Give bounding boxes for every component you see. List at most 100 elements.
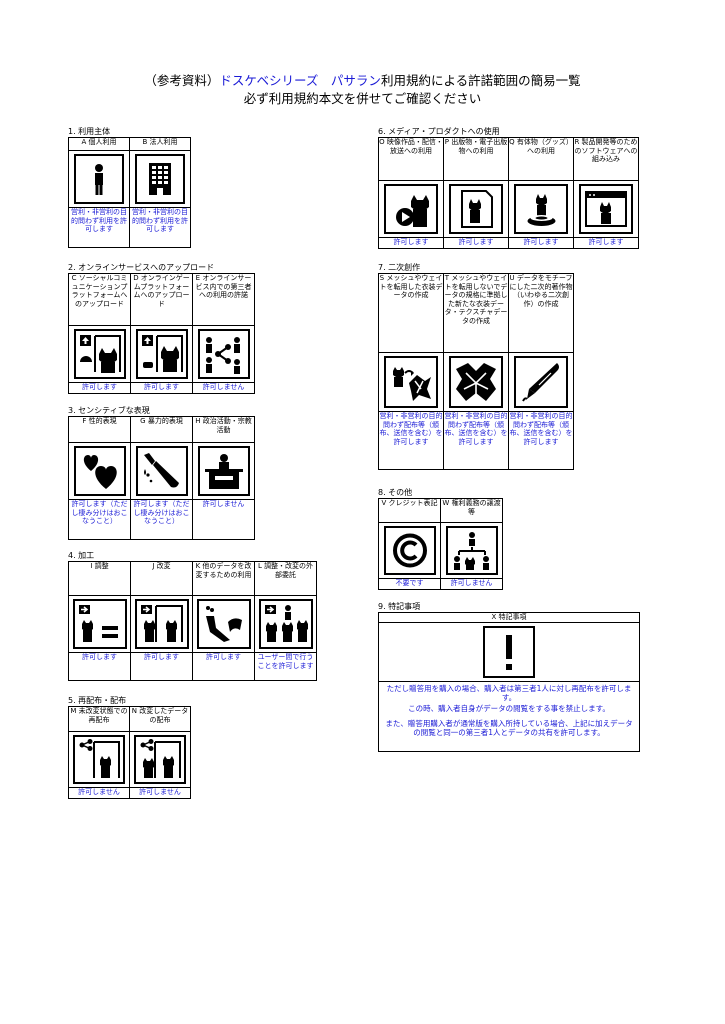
mesh-reuse-icon	[384, 356, 438, 408]
label-h: H 政治活動・宗教活動	[192, 416, 255, 443]
building-icon	[135, 154, 185, 204]
grid: S メッシュやウェイトを転用した衣装データの作成 T メッシュやウェイトを転用し…	[378, 273, 574, 470]
label-i: I 調整	[68, 561, 131, 596]
adjust-icon	[72, 599, 127, 649]
section-special-notes: 9. 特記事項 X 特記事項 ただし贈答用を購入の場合、購入者は第三者1人に対し…	[378, 601, 640, 752]
section-title: 2. オンラインサービスへのアップロード	[68, 263, 215, 272]
section-title: 3. センシティブな表現	[68, 406, 150, 415]
section-title: 6. メディア・プロダクトへの使用	[378, 127, 500, 136]
perm-m: 許可しません	[68, 787, 130, 799]
label-e: E オンラインサービス内での第三者への利用の許諾	[192, 273, 255, 326]
exclamation-icon	[483, 626, 535, 678]
redistribute-icon	[73, 735, 125, 784]
section-processing: 4. 加工 I 調整 J 改変 K 他のデータを改変するための利用 L 調整・改…	[68, 550, 317, 681]
upload-game-icon	[135, 329, 188, 379]
label-n: N 改変したデータの配布	[129, 706, 191, 732]
perm-t: 営利・非営利の目的問わず配布等（頒布、送信を含む）を許可します	[443, 411, 509, 470]
perm-a: 営利・非営利の目的問わず利用を許可します	[68, 207, 130, 248]
section-redistribution: 5. 再配布・配布 M 未改変状態での再配布 N 改変したデータの配布 許可しま…	[68, 695, 191, 799]
perm-o: 許可します	[378, 237, 444, 249]
perm-q: 許可します	[508, 237, 574, 249]
section-online-upload: 2. オンラインサービスへのアップロード C ソーシャルコミュニケーションプラッ…	[68, 262, 255, 394]
title-suffix: 利用規約による許諾範囲の簡易一覧	[380, 73, 581, 88]
pen-icon	[514, 356, 568, 408]
perm-k: 許可します	[192, 652, 255, 681]
perm-s: 営利・非営利の目的問わず配布等（頒布、送信を含む）を許可します	[378, 411, 444, 470]
outsource-icon	[258, 599, 313, 649]
section-title: 4. 加工	[68, 551, 95, 560]
label-o: O 映像作品・配信・放送への利用	[378, 137, 444, 181]
grid: I 調整 J 改変 K 他のデータを改変するための利用 L 調整・改変の外部委託…	[68, 561, 317, 681]
perm-u: 営利・非営利の目的問わず配布等（頒布、送信を含む）を許可します	[508, 411, 574, 470]
transfer-icon	[445, 526, 498, 575]
label-c: C ソーシャルコミュニケーションプラットフォームへのアップロード	[68, 273, 131, 326]
icon-cell	[68, 150, 130, 208]
note-gift-redistribution: ただし贈答用を購入の場合、購入者は第三者1人に対し再配布を許可します。	[386, 684, 632, 702]
label-v: V クレジット表記	[378, 498, 441, 523]
label-t: T メッシュやウェイトを転用しないでデータの規格に準拠した新たな衣装データ・テク…	[443, 273, 509, 353]
perm-b: 営利・非営利の目的問わず利用を許可します	[129, 207, 191, 248]
label-k: K 他のデータを改変するための利用	[192, 561, 255, 596]
knife-icon	[135, 446, 188, 496]
section-title: 9. 特記事項	[378, 602, 421, 611]
title-series: ドスケベシリーズ パサラン	[219, 73, 381, 88]
grid: C ソーシャルコミュニケーションプラットフォームへのアップロード D オンライン…	[68, 273, 255, 394]
label-a: A 個人利用	[68, 137, 130, 151]
publication-icon	[449, 184, 503, 234]
perm-c: 許可します	[68, 382, 131, 394]
hearts-icon	[73, 446, 126, 496]
section-other: 8. その他 V クレジット表記 W 権利義務の譲渡等 不要です 許可しません	[378, 487, 503, 590]
note-sharing-allowed: また、贈答用購入者が通常版を購入所持している場合、上記に加えデータの閲覧と同一の…	[385, 719, 633, 737]
perm-j: 許可します	[130, 652, 193, 681]
label-r: R 製品開発等のためのソフトウェアへの組み込み	[573, 137, 639, 181]
software-icon	[579, 184, 633, 234]
perm-h: 許可しません	[192, 499, 255, 540]
perm-d: 許可します	[130, 382, 193, 394]
page-subtitle: 必ず利用規約本文を併せてご確認ください	[243, 91, 482, 106]
label-d: D オンラインゲームプラットフォームへのアップロード	[130, 273, 193, 326]
share-third-party-icon	[197, 329, 250, 379]
label-l: L 調整・改変の外部委託	[254, 561, 317, 596]
perm-g: 許可します（ただし棲み分けはおこなうこと）	[130, 499, 193, 540]
label-x: X 特記事項	[378, 612, 640, 623]
grid: X 特記事項 ただし贈答用を購入の場合、購入者は第三者1人に対し再配布を許可しま…	[378, 612, 640, 752]
perm-f: 許可します（ただし棲み分けはおこなうこと）	[68, 499, 131, 540]
label-b: B 法人利用	[129, 137, 191, 151]
perm-r: 許可します	[573, 237, 639, 249]
label-q: Q 有体物（グッズ）への利用	[508, 137, 574, 181]
title-prefix: （参考資料）	[144, 73, 220, 88]
icon-cell	[129, 150, 191, 208]
label-w: W 権利義務の譲渡等	[440, 498, 503, 523]
goods-icon	[514, 184, 568, 234]
label-u: U データをモチーフにした二次的著作物（いわゆる二次創作）の作成	[508, 273, 574, 353]
copyright-icon	[383, 526, 436, 575]
label-m: M 未改変状態での再配布	[68, 706, 130, 732]
grid: O 映像作品・配信・放送への利用 P 出版物・電子出版物への利用 Q 有体物（グ…	[378, 137, 639, 249]
label-f: F 性的表現	[68, 416, 131, 443]
perm-e: 許可しません	[192, 382, 255, 394]
label-s: S メッシュやウェイトを転用した衣装データの作成	[378, 273, 444, 353]
grid: F 性的表現 G 暴力的表現 H 政治活動・宗教活動 許可します（ただし棲み分け…	[68, 416, 255, 540]
perm-i: 許可します	[68, 652, 131, 681]
video-icon	[384, 184, 438, 234]
section-usage-subject: 1. 利用主体 A 個人利用 B 法人利用 営利・非営利の目的問わず利用を許可し…	[68, 126, 191, 248]
distribute-modified-icon	[134, 735, 186, 784]
section-derivative: 7. 二次創作 S メッシュやウェイトを転用した衣装データの作成 T メッシュや…	[378, 262, 574, 470]
perm-p: 許可します	[443, 237, 509, 249]
perm-n: 許可しません	[129, 787, 191, 799]
label-j: J 改変	[130, 561, 193, 596]
modify-icon	[134, 599, 189, 649]
label-p: P 出版物・電子出版物への利用	[443, 137, 509, 181]
grid: A 個人利用 B 法人利用 営利・非営利の目的問わず利用を許可します 営利・非営…	[68, 137, 191, 248]
note-viewing-prohibited: この時、購入者自身がデータの閲覧をする事を禁止します。	[408, 704, 610, 713]
label-g: G 暴力的表現	[130, 416, 193, 443]
grid: V クレジット表記 W 権利義務の譲渡等 不要です 許可しません	[378, 498, 503, 590]
perm-w: 許可しません	[440, 578, 503, 590]
section-sensitive: 3. センシティブな表現 F 性的表現 G 暴力的表現 H 政治活動・宗教活動 …	[68, 405, 255, 540]
morph-icon	[196, 599, 251, 649]
perm-v: 不要です	[378, 578, 441, 590]
section-title: 1. 利用主体	[68, 127, 111, 136]
perm-l: ユーザー間で行うことを許可します	[254, 652, 317, 681]
section-media-product: 6. メディア・プロダクトへの使用 O 映像作品・配信・放送への利用 P 出版物…	[378, 126, 639, 249]
section-title: 8. その他	[378, 488, 413, 497]
